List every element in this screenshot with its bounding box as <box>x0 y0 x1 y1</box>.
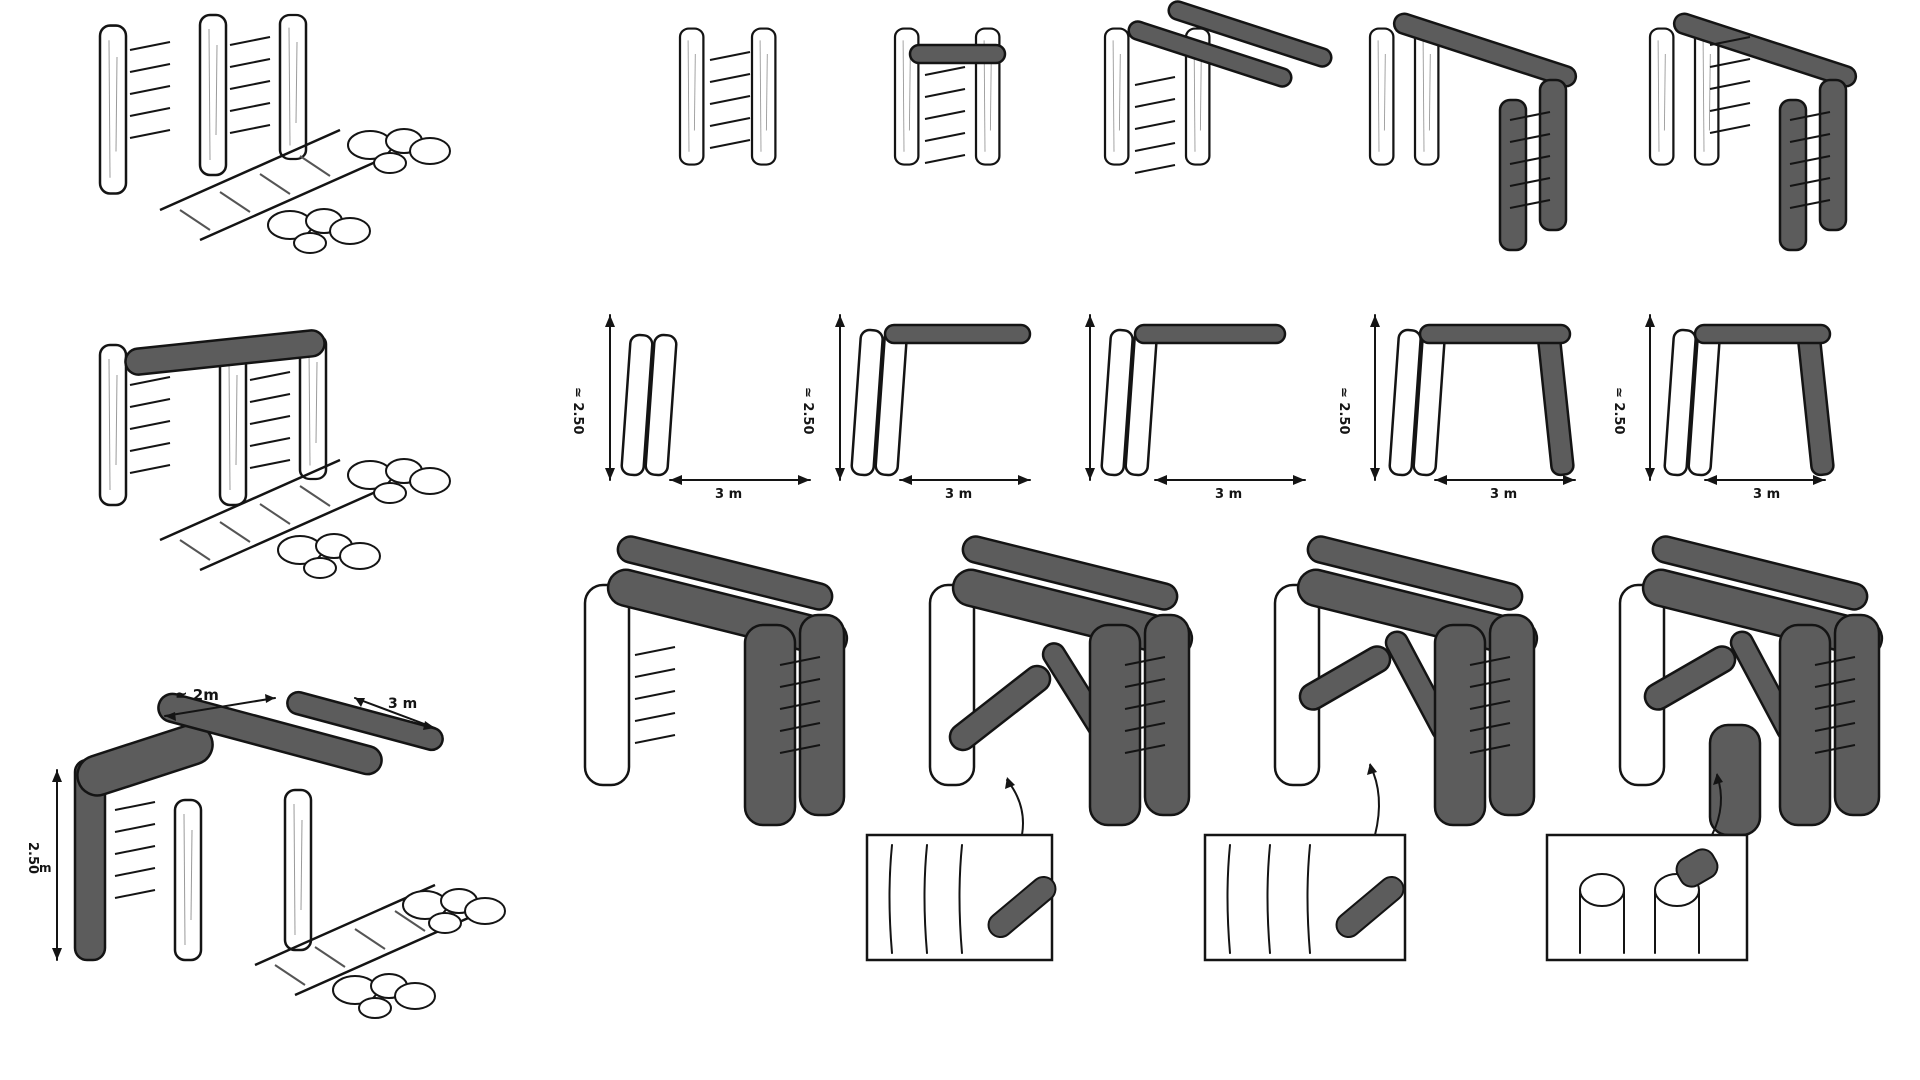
label-height-main: 2.50 <box>25 842 40 874</box>
front-view-3: 3 m <box>1085 314 1306 502</box>
bracing-variants-row <box>583 535 1884 962</box>
label-width: 3 m <box>945 487 972 502</box>
build-step-4 <box>1368 12 1578 252</box>
front-view-5: ≃ 2.50 3 m <box>1611 314 1835 502</box>
label-width: 3 m <box>715 487 742 502</box>
label-span-left: ≃ 2m <box>175 686 219 704</box>
dimension-span-left: ≃ 2m <box>164 686 276 721</box>
front-view-2: ≃ 2.50 3 m <box>800 314 1032 502</box>
front-view-row: ≃ 2.50 3 m ≃ 2.50 3 m 3 m <box>570 314 1835 502</box>
build-step-3 <box>1103 0 1333 174</box>
scene-sketch-1 <box>98 13 451 254</box>
label-height: ≃ 2.50 <box>800 387 815 435</box>
dimension-height-main: 2.50 m <box>25 769 62 961</box>
label-height: ≃ 2.50 <box>1336 387 1351 435</box>
joint-detail-2 <box>1203 763 1407 962</box>
cap-beam-front <box>76 723 214 797</box>
label-span-right: 3 m <box>388 696 417 712</box>
dimension-span-right: 3 m <box>354 696 436 730</box>
bracing-variant-3 <box>1273 535 1539 827</box>
joint-detail-3 <box>1545 773 1749 962</box>
build-sequence-row <box>678 0 1858 252</box>
bracing-variant-1 <box>583 535 849 827</box>
front-view-4: ≃ 2.50 3 m <box>1336 314 1576 502</box>
build-step-5 <box>1648 12 1858 252</box>
cap-beam-mid <box>157 692 383 776</box>
label-height: ≃ 2.50 <box>570 387 585 435</box>
build-step-1 <box>678 27 777 166</box>
build-step-2 <box>893 27 1007 166</box>
joint-detail-1 <box>865 777 1057 962</box>
scene-sketch-3: ≃ 2m 3 m 2.50 m <box>25 686 506 1019</box>
label-width: 3 m <box>1490 487 1517 502</box>
label-width: 3 m <box>1215 487 1242 502</box>
cap-beam-back <box>286 690 444 752</box>
bracing-variant-2 <box>928 535 1194 827</box>
label-width: 3 m <box>1753 487 1780 502</box>
label-height: ≃ 2.50 <box>1611 387 1626 435</box>
bracing-variant-4 <box>1618 535 1884 837</box>
front-view-1: ≃ 2.50 3 m <box>570 314 811 502</box>
highlighted-cap-beam <box>124 329 326 376</box>
scene-sketch-2 <box>98 329 451 579</box>
label-height-unit: m <box>39 861 52 875</box>
